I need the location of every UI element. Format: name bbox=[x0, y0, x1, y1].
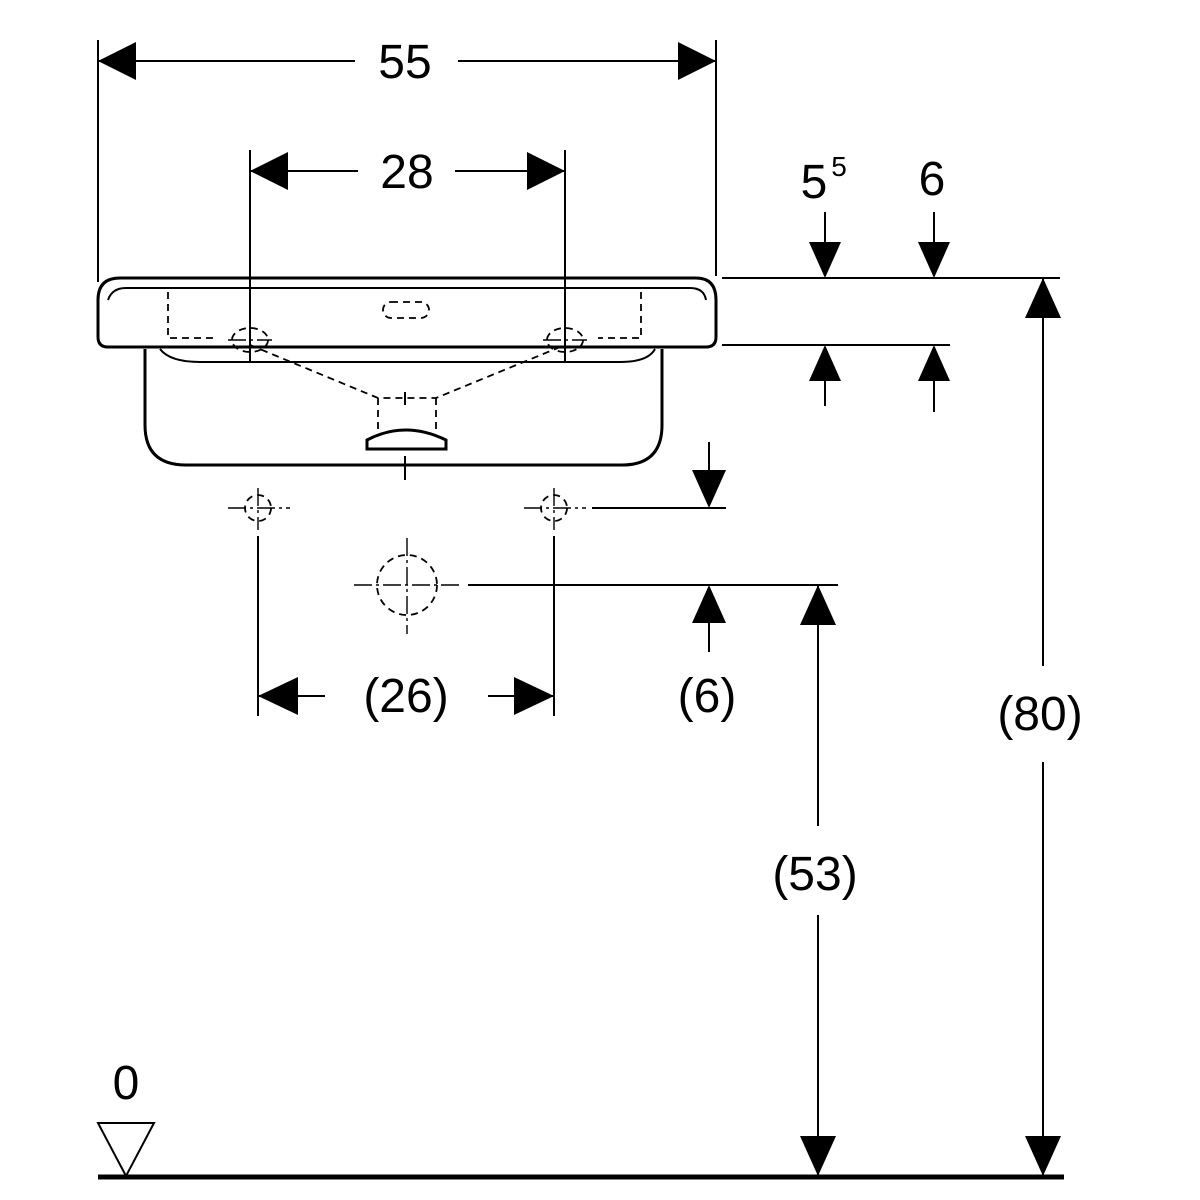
waste-connection bbox=[354, 538, 460, 634]
drain-slot bbox=[365, 392, 448, 480]
hidden-lines bbox=[167, 292, 642, 432]
dim-label-rim-left-sup: 5 bbox=[831, 151, 847, 182]
supply-point-right bbox=[524, 488, 586, 530]
dim-label-rim-height: (80) bbox=[997, 688, 1082, 741]
dim-drain-offset: (6) bbox=[468, 442, 838, 723]
dim-label-overall-width: 55 bbox=[378, 36, 431, 89]
dim-overall-width: 55 bbox=[97, 36, 717, 282]
dim-tap-spacing: 28 bbox=[249, 146, 566, 318]
basin-outline bbox=[96, 276, 718, 467]
supply-point-left bbox=[228, 488, 290, 530]
dim-label-drain-offset: (6) bbox=[678, 670, 737, 723]
dim-label-rim-left: 5 bbox=[801, 156, 828, 209]
dim-drain-height: (53) bbox=[772, 585, 858, 1176]
dim-supply-spacing: (26) bbox=[257, 536, 555, 723]
tap-hole-right bbox=[543, 318, 587, 362]
dim-label-drain-height: (53) bbox=[772, 848, 857, 901]
dim-label-floor-level: 0 bbox=[113, 1057, 140, 1110]
dim-label-supply-spacing: (26) bbox=[363, 670, 448, 723]
dim-rim-thickness: 5 5 6 bbox=[722, 151, 1060, 412]
dim-label-rim-right: 6 bbox=[919, 153, 946, 206]
dim-label-tap-spacing: 28 bbox=[380, 146, 433, 199]
dim-rim-height: (80) bbox=[997, 278, 1083, 1176]
level-marker-icon: 0 bbox=[96, 1057, 156, 1179]
tap-hole-left bbox=[228, 318, 272, 362]
